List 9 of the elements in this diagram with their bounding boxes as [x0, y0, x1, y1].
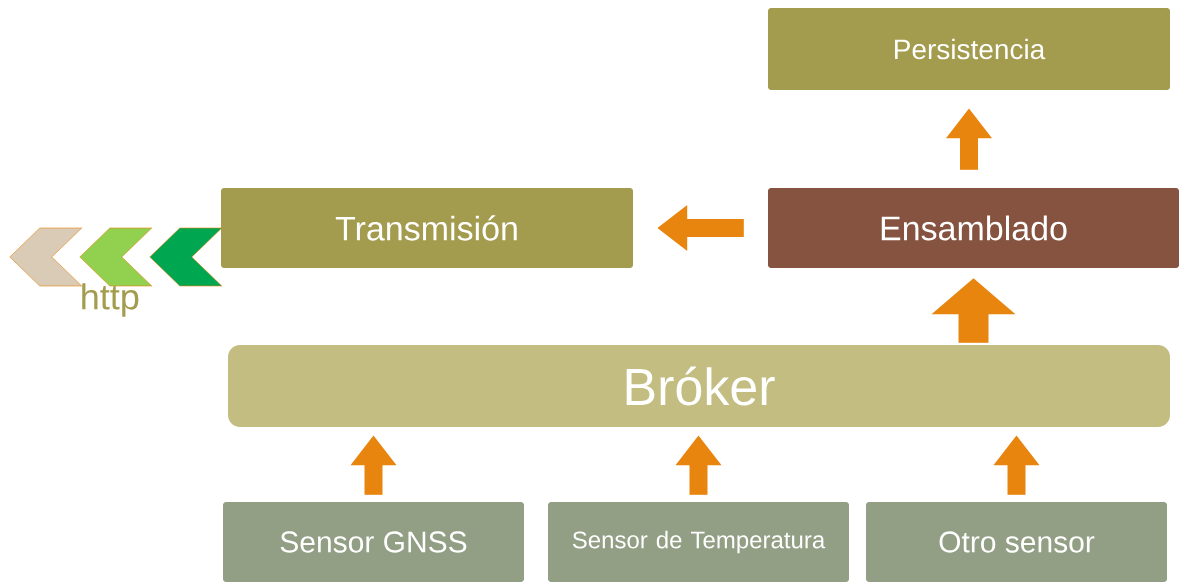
process-box: Otro sensor: [866, 502, 1167, 582]
chevron-arrow: [9, 227, 223, 287]
process-box: Persistencia: [768, 8, 1170, 90]
process-box: Sensor de Temperatura: [548, 502, 849, 582]
broker-bar: Bróker: [228, 345, 1170, 427]
process-box: Sensor GNSS: [223, 502, 524, 582]
process-box: Transmisión: [221, 188, 633, 268]
edge-label: http: [82, 283, 139, 317]
process-box: Ensamblado: [768, 188, 1179, 268]
